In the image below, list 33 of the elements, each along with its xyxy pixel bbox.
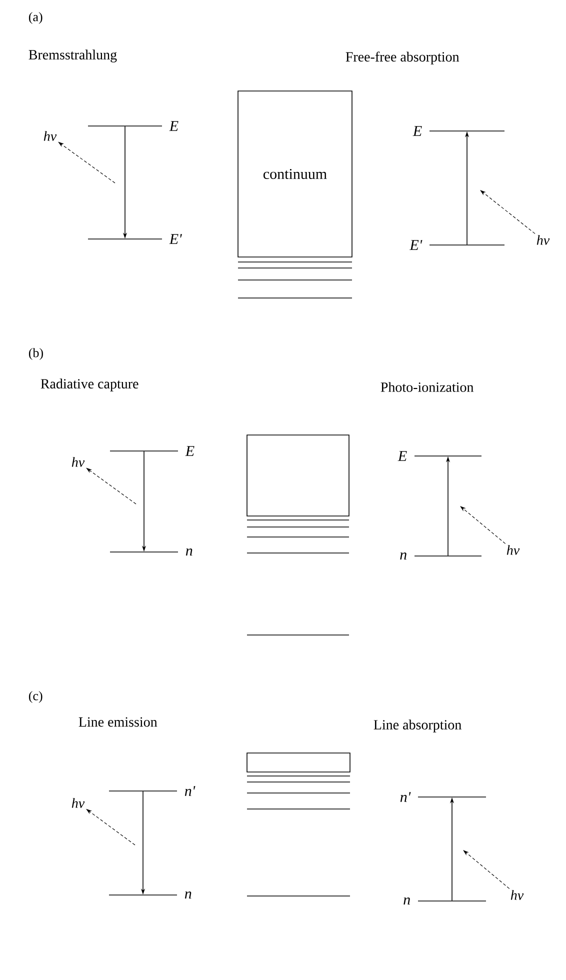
process-title: Bremsstrahlung	[28, 50, 117, 62]
panel-letter: (a)	[28, 12, 42, 24]
photon-arrow	[460, 506, 506, 544]
level-label: E	[412, 126, 422, 136]
level-label: E'	[410, 240, 422, 250]
process-title: Line emission	[78, 717, 158, 727]
level-label: n	[404, 897, 410, 905]
process-title: Radiative capture	[40, 378, 138, 392]
level-label: E	[169, 121, 178, 131]
photon-label: hν	[72, 798, 85, 808]
photon-label: hν	[72, 457, 85, 467]
process-title: Photo-ionization	[380, 382, 474, 392]
level-label: n'	[400, 792, 411, 802]
process-title: Line absorption	[374, 720, 462, 732]
panel-letter: (c)	[28, 691, 42, 703]
level-label: E	[185, 446, 194, 456]
photon-label: hν	[44, 131, 57, 141]
level-label: n	[184, 891, 192, 899]
photon-arrow	[463, 850, 510, 889]
photon-arrow	[480, 190, 536, 234]
continuum-box: continuum	[238, 90, 352, 258]
energy-box	[246, 434, 350, 516]
photon-label: hν	[506, 545, 520, 555]
level-label: E	[398, 451, 407, 461]
process-title: Free-free absorption	[346, 52, 460, 64]
level-label: n	[400, 552, 406, 560]
photon-label: hν	[510, 890, 524, 900]
level-label: E'	[169, 234, 182, 244]
panel-letter: (b)	[28, 348, 43, 360]
level-label: n'	[184, 786, 196, 796]
energy-box	[246, 752, 350, 772]
photon-label: hν	[536, 235, 550, 245]
level-label: n	[186, 548, 192, 556]
